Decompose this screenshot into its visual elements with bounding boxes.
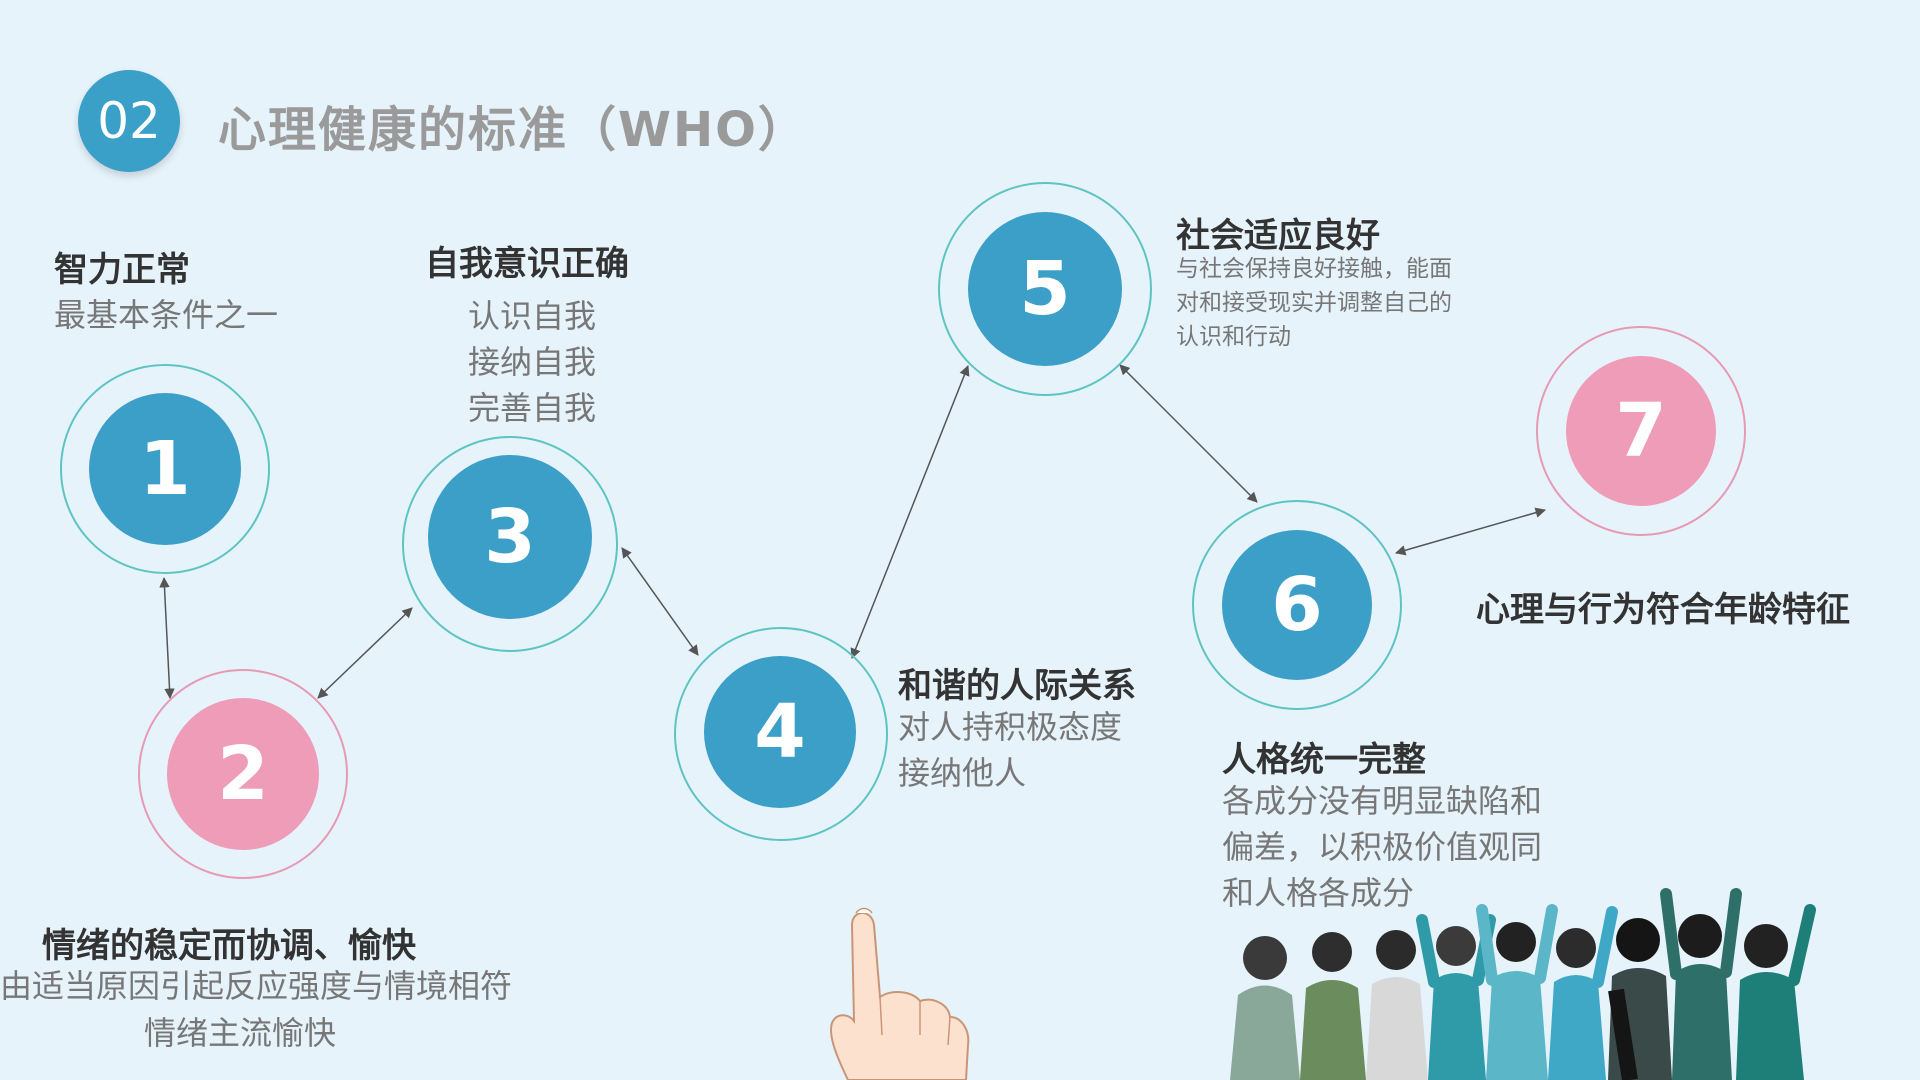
node-6-ring: [1192, 500, 1402, 710]
node-5-heading: 社会适应良好: [1176, 216, 1380, 256]
node-4-text-1: 对人持积极态度: [898, 708, 1123, 746]
student-1: [1230, 936, 1300, 1080]
node-2-ring: [138, 669, 348, 879]
arrow-2-3: [317, 607, 413, 699]
arrow-5-6: [1119, 364, 1258, 503]
node-4-text-2: 接纳他人: [898, 754, 1027, 792]
arrow-3-4: [621, 547, 699, 656]
node-6-heading: 人格统一完整: [1222, 740, 1426, 780]
arrow-1-2: [159, 576, 175, 700]
node-7-circle: 7: [1566, 356, 1716, 506]
student-9: [1736, 904, 1816, 1080]
node-3-ring: [402, 436, 618, 652]
node-6-circle: 6: [1222, 530, 1372, 680]
node-6-text-2: 偏差，以积极价值观同: [1222, 828, 1543, 866]
node-4-circle: 4: [704, 656, 856, 808]
student-3: [1366, 930, 1428, 1080]
student-5: [1476, 904, 1558, 1080]
node-7-heading: 心理与行为符合年龄特征: [1476, 590, 1850, 630]
node-2-text-2: 情绪主流愉快: [144, 1014, 337, 1052]
student-4: [1416, 914, 1496, 1080]
student-7: [1608, 918, 1672, 1080]
node-2-heading: 情绪的稳定而协调、愉快: [42, 926, 416, 966]
node-1-ring: [60, 364, 270, 574]
node-5-circle: 5: [968, 212, 1122, 366]
node-3-text-2: 接纳自我: [468, 343, 597, 381]
node-4-heading: 和谐的人际关系: [898, 666, 1136, 706]
page-title: 心理健康的标准（WHO）: [218, 102, 808, 158]
node-4-ring: [674, 627, 888, 841]
node-2-text-1: 由适当原因引起反应强度与情境相符: [0, 967, 513, 1005]
node-3-circle: 3: [428, 455, 592, 619]
student-2: [1300, 932, 1366, 1080]
node-5-text-3: 认识和行动: [1176, 324, 1291, 350]
node-1-text-1: 最基本条件之一: [54, 296, 279, 334]
node-5-text-1: 与社会保持良好接触，能面: [1176, 256, 1452, 282]
node-2-circle: 2: [167, 698, 319, 850]
node-3-text-1: 认识自我: [468, 297, 597, 335]
node-5-ring: [938, 182, 1152, 396]
node-1-heading: 智力正常: [54, 250, 190, 290]
node-6-text-1: 各成分没有明显缺陷和: [1222, 782, 1543, 820]
arrow-6-7: [1394, 507, 1547, 556]
student-6: [1548, 906, 1618, 1080]
node-6-text-3: 和人格各成分: [1222, 874, 1415, 912]
node-5-text-2: 对和接受现实并调整自己的: [1176, 290, 1452, 316]
section-number-badge: 02: [78, 70, 180, 172]
pointing-hand-icon: [830, 907, 970, 1080]
node-1-circle: 1: [89, 393, 241, 545]
node-7-ring: [1536, 326, 1746, 536]
students-group-illustration: [1230, 888, 1816, 1080]
node-3-text-3: 完善自我: [468, 389, 597, 427]
arrow-4-5: [850, 365, 970, 659]
node-3-heading: 自我意识正确: [425, 244, 629, 284]
student-8: [1660, 888, 1742, 1080]
